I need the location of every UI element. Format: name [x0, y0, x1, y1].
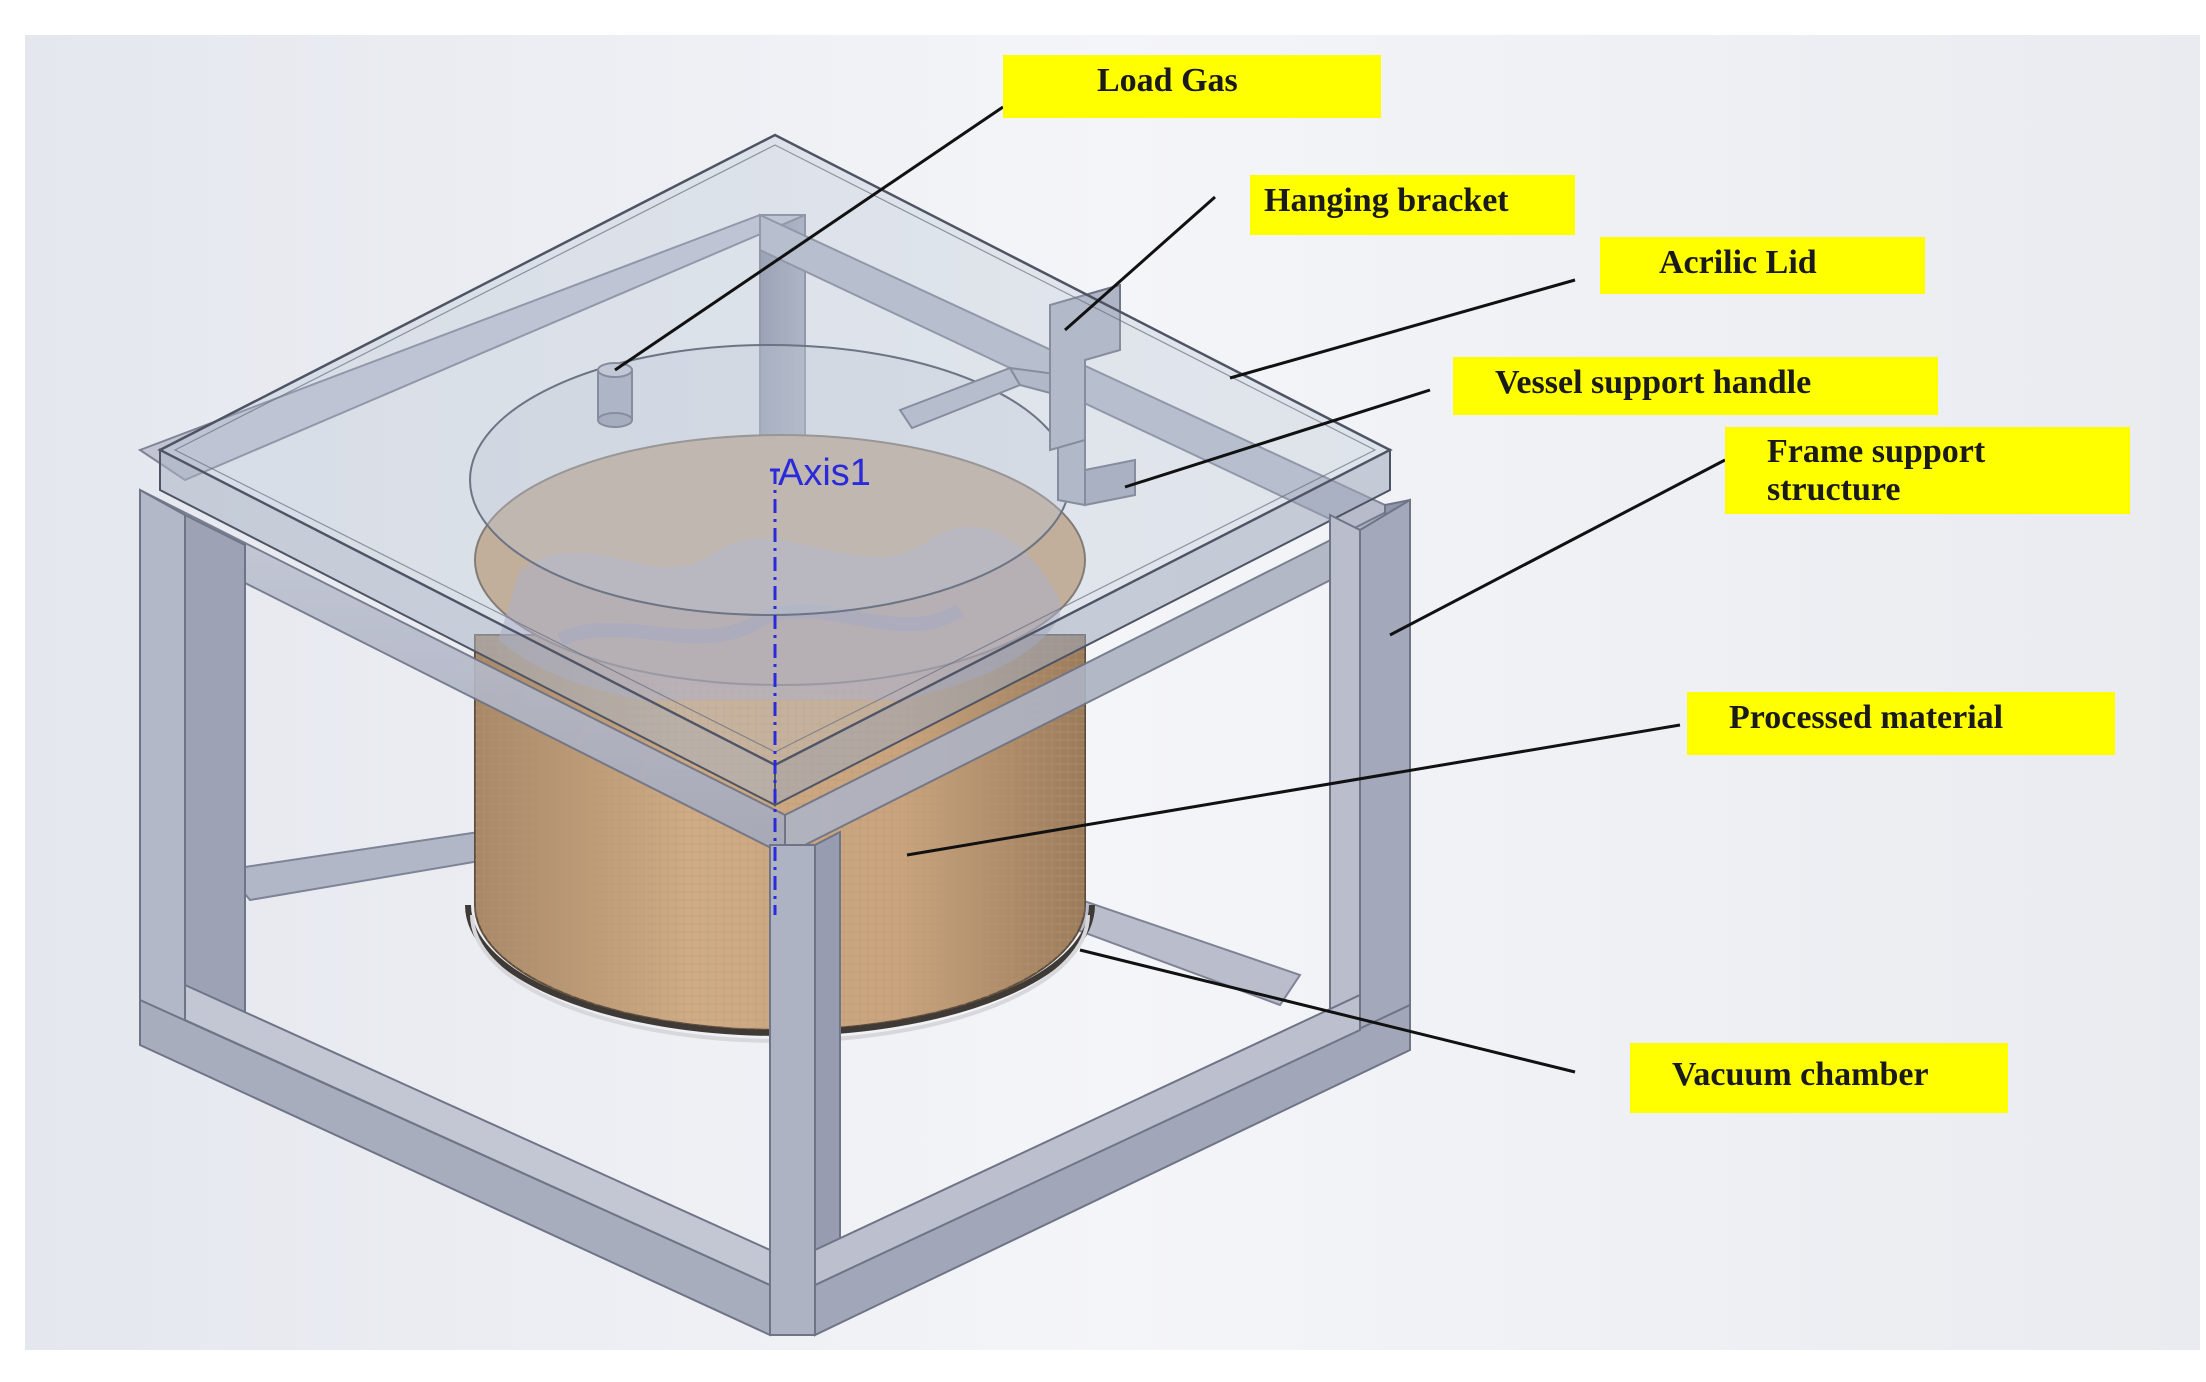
leader-processed-material	[906, 723, 1681, 857]
label-vacuum-chamber: Vacuum chamber	[1630, 1043, 2008, 1113]
label-vessel-support-handle: Vessel support handle	[1453, 357, 1938, 415]
load-gas-port	[597, 362, 633, 428]
label-processed-material: Processed material	[1687, 692, 2115, 755]
axis-line	[770, 468, 780, 915]
leader-vacuum-chamber	[1079, 948, 1576, 1074]
label-frame-support-line2: structure	[1767, 471, 1901, 508]
label-vessel-support-handle-text: Vessel support handle	[1495, 364, 1812, 401]
label-acrylic-lid: Acrilic Lid	[1600, 237, 1925, 294]
leader-lines	[614, 105, 1726, 1074]
acrylic-lid-shape	[157, 133, 1393, 807]
label-processed-material-text: Processed material	[1729, 699, 2004, 736]
label-load-gas: Load Gas	[1003, 55, 1381, 118]
label-vacuum-chamber-text: Vacuum chamber	[1672, 1056, 1929, 1093]
axis-label: Axis1	[778, 452, 871, 494]
label-hanging-bracket: Hanging bracket	[1250, 175, 1575, 235]
label-frame-support-line1: Frame support	[1767, 433, 1986, 470]
leader-acrylic-lid	[1229, 278, 1576, 380]
label-acrylic-lid-text: Acrilic Lid	[1659, 244, 1817, 281]
leader-load-gas	[614, 105, 1004, 372]
label-load-gas-text: Load Gas	[1097, 62, 1238, 99]
leader-hanging-bracket	[1064, 195, 1216, 332]
frame-support-structure-shape	[139, 488, 1411, 1337]
leader-vessel-support-handle	[1124, 388, 1431, 489]
label-hanging-bracket-text: Hanging bracket	[1264, 182, 1509, 219]
leader-frame-support	[1389, 458, 1726, 637]
label-frame-support-structure: Frame support structure	[1725, 427, 2130, 514]
